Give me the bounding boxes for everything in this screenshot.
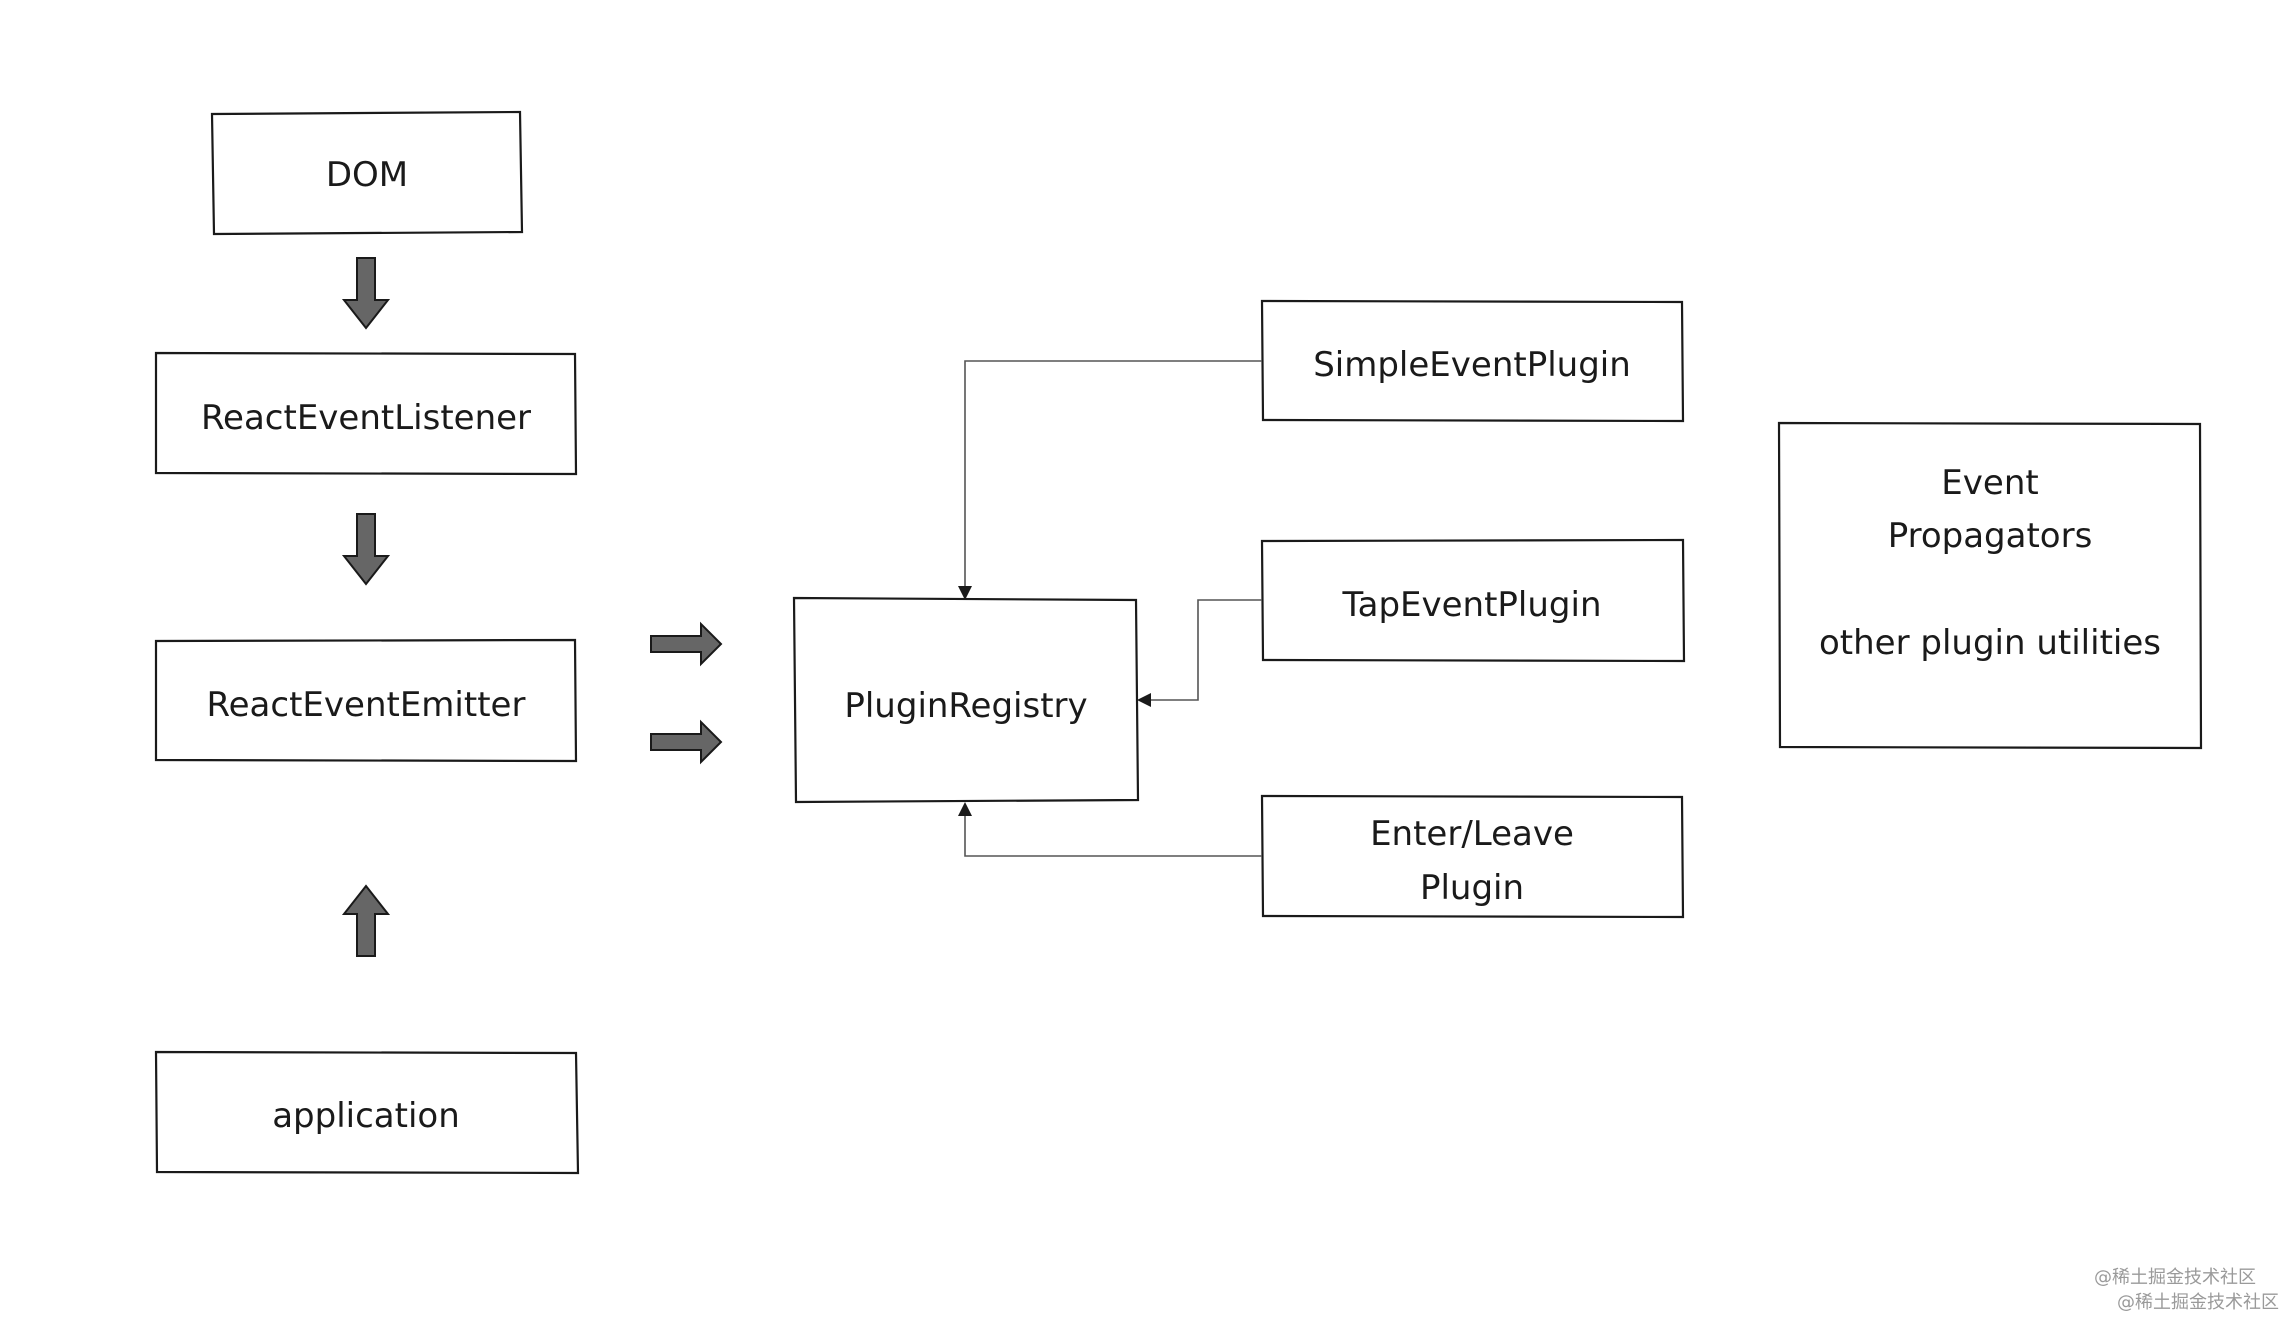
event-propagators-node: Event Propagators other plugin utilities (1777, 421, 2203, 750)
enter-leave-plugin-label-line1: Enter/Leave (1370, 814, 1574, 854)
connector-enter-leave-to-registry (958, 802, 1262, 857)
plugin-registry-label: PluginRegistry (844, 686, 1087, 726)
react-event-listener-node: ReactEventListener (154, 351, 578, 476)
application-node: application (154, 1050, 580, 1175)
connector-tap-to-registry (1137, 599, 1262, 707)
watermark-line2: @稀土掘金技术社区 (2117, 1292, 2279, 1313)
connector-simple-to-registry (958, 360, 1262, 600)
simple-event-plugin-label: SimpleEventPlugin (1313, 345, 1631, 385)
dom-node: DOM (210, 110, 524, 236)
arrow-listener-to-emitter (341, 513, 391, 586)
arrow-application-to-emitter (341, 884, 391, 957)
react-event-emitter-label: ReactEventEmitter (207, 685, 526, 725)
event-propagators-label-line1: Event (1941, 463, 2038, 503)
plugin-registry-node: PluginRegistry (792, 596, 1140, 804)
arrow-emitter-to-registry-1 (650, 621, 723, 667)
watermark: @稀土掘金技术社区 @稀土掘金技术社区 (2094, 1267, 2279, 1313)
arrow-emitter-to-registry-2 (650, 719, 723, 765)
event-propagators-label-line2: Propagators (1888, 516, 2093, 556)
event-propagators-label-line3: other plugin utilities (1819, 623, 2161, 663)
tap-event-plugin-label: TapEventPlugin (1341, 585, 1601, 625)
watermark-line1: @稀土掘金技术社区 (2094, 1267, 2256, 1288)
dom-label: DOM (326, 155, 408, 195)
react-event-listener-label: ReactEventListener (201, 398, 531, 438)
react-event-emitter-node: ReactEventEmitter (154, 638, 578, 763)
tap-event-plugin-node: TapEventPlugin (1260, 538, 1686, 663)
enter-leave-plugin-node: Enter/Leave Plugin (1260, 794, 1685, 919)
simple-event-plugin-node: SimpleEventPlugin (1260, 299, 1685, 423)
arrow-dom-to-listener (341, 257, 391, 330)
enter-leave-plugin-label-line2: Plugin (1420, 868, 1524, 908)
application-label: application (272, 1096, 460, 1136)
